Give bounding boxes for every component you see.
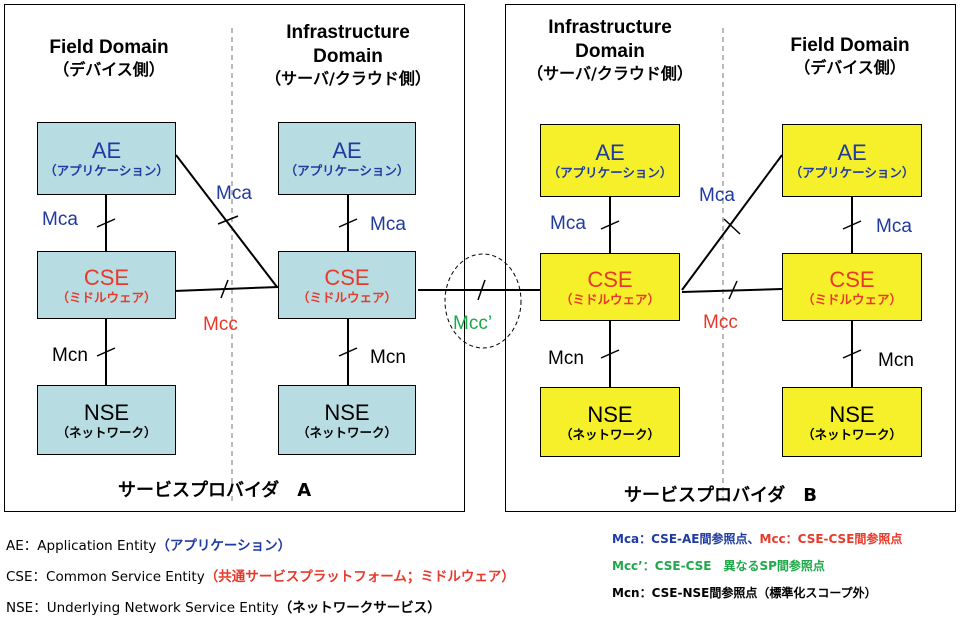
legend-mcn: Mcn：CSE-NSE間参照点（標準化スコープ外） <box>612 586 877 600</box>
b-field-domain-subtitle: （デバイス側） <box>794 57 906 77</box>
a-mcc-line <box>173 286 279 292</box>
b-field-domain-heading: Field Domain （デバイス側） <box>765 34 935 78</box>
a-field-ae-title: AE <box>91 138 122 164</box>
legend-cse-term: CSE：Common Service Entity <box>6 569 205 585</box>
a-infra-cse-sub: （ミドルウェア） <box>296 289 397 305</box>
a-infra-nse-sub: （ネットワーク） <box>296 424 397 440</box>
b-mcn-infra-label: Mcn <box>548 348 584 369</box>
b-infra-ae-box: AE （アプリケーション） <box>540 124 680 197</box>
mcc-prime-circle <box>444 253 522 349</box>
legend-mca: Mca：CSE-AE間参照点、 <box>612 532 760 546</box>
provider-b-name: サービスプロバイダ B <box>624 485 817 506</box>
a-infra-nse-title: NSE <box>324 399 370 425</box>
a-infra-ae-sub: （アプリケーション） <box>284 163 410 179</box>
legend-mca-mcc: Mca：CSE-AE間参照点、Mcc：CSE-CSE間参照点 <box>612 530 902 547</box>
b-field-cse-title: CSE <box>829 266 875 292</box>
a-field-nse-sub: （ネットワーク） <box>56 424 157 440</box>
a-field-domain-subtitle: （デバイス側） <box>53 59 165 79</box>
b-infra-nse-title: NSE <box>587 401 633 427</box>
a-mcn-infra-label: Mcn <box>370 347 406 368</box>
b-field-nse-title: NSE <box>829 401 875 427</box>
b-infra-nse-box: NSE （ネットワーク） <box>540 387 680 457</box>
a-mca-field-label: Mca <box>42 209 78 230</box>
legend-nse-term: NSE：Underlying Network Service Entity <box>6 600 279 616</box>
b-field-ae-title: AE <box>837 140 867 166</box>
legend-cse: CSE：Common Service Entity（共通サービスプラットフォーム… <box>6 565 515 585</box>
b-field-domain-title: Field Domain <box>790 35 910 56</box>
b-mcc-label: Mcc <box>703 312 738 333</box>
a-field-ae-box: AE （アプリケーション） <box>37 122 176 195</box>
b-mca-field-label: Mca <box>876 216 912 237</box>
b-infra-domain-title2: Domain <box>575 40 645 62</box>
a-infra-domain-subtitle: （サーバ/クラウド側） <box>265 68 431 88</box>
a-field-nse-title: NSE <box>83 399 130 425</box>
a-field-domain-heading: Field Domain （デバイス側） <box>24 36 194 80</box>
b-field-nse-box: NSE （ネットワーク） <box>782 387 922 457</box>
mcc-prime-label: Mcc’ <box>453 313 493 334</box>
b-infra-nse-sub: （ネットワーク） <box>559 426 660 442</box>
legend-ae-desc: （アプリケーション） <box>156 538 292 554</box>
b-field-ae-box: AE （アプリケーション） <box>782 124 922 197</box>
a-field-ae-sub: （アプリケーション） <box>44 163 169 179</box>
b-infra-cse-box: CSE （ミドルウェア） <box>540 253 680 321</box>
b-infra-domain-heading: Infrastructure Domain （サーバ/クラウド側） <box>500 16 720 84</box>
legend-mcc-prime: Mcc’：CSE-CSE 異なるSP間参照点 <box>612 559 825 573</box>
a-field-cse-title: CSE <box>83 264 130 290</box>
a-infra-domain-title1: Infrastructure <box>286 22 410 43</box>
a-mca-infra-label: Mca <box>370 214 406 235</box>
a-field-cse-box: CSE （ミドルウェア） <box>37 251 176 319</box>
b-field-nse-sub: （ネットワーク） <box>801 426 902 442</box>
provider-a-name: サービスプロバイダ A <box>118 480 312 501</box>
a-field-domain-title: Field Domain <box>49 37 169 58</box>
legend-ae: AE：Application Entity（アプリケーション） <box>6 534 291 554</box>
b-infra-domain-subtitle: （サーバ/クラウド側） <box>527 63 693 83</box>
legend-nse: NSE：Underlying Network Service Entity（ネッ… <box>6 596 441 616</box>
a-mca-diagonal-label: Mca <box>216 183 252 204</box>
b-mca-diagonal <box>681 154 783 291</box>
b-infra-cse-sub: （ミドルウェア） <box>559 291 660 307</box>
b-infra-ae-title: AE <box>595 140 625 166</box>
a-mcn-field-label: Mcn <box>52 345 88 366</box>
b-infra-domain-title1: Infrastructure <box>548 17 672 38</box>
legend-nse-desc: （ネットワークサービス） <box>278 600 441 616</box>
b-mca-infra-label: Mca <box>550 213 586 234</box>
a-infra-ae-box: AE （アプリケーション） <box>278 122 416 195</box>
b-mca-diagonal-label: Mca <box>699 185 735 206</box>
a-infra-domain-heading: Infrastructure Domain （サーバ/クラウド側） <box>232 21 464 89</box>
b-field-ae-sub: （アプリケーション） <box>789 165 915 181</box>
legend-cse-desc: （共通サービスプラットフォーム；ミドルウェア） <box>204 569 515 585</box>
b-infra-cse-title: CSE <box>587 266 633 292</box>
legend-mcc: Mcc：CSE-CSE間参照点 <box>759 532 903 546</box>
a-field-cse-sub: （ミドルウェア） <box>56 289 157 305</box>
a-field-nse-box: NSE （ネットワーク） <box>37 385 176 455</box>
a-infra-ae-title: AE <box>332 138 362 164</box>
a-infra-cse-box: CSE （ミドルウェア） <box>278 251 416 319</box>
legend-ae-term: AE：Application Entity <box>6 538 157 554</box>
b-field-cse-sub: （ミドルウェア） <box>801 291 902 307</box>
a-infra-nse-box: NSE （ネットワーク） <box>278 385 416 455</box>
b-infra-ae-sub: （アプリケーション） <box>547 165 673 181</box>
a-mcc-label: Mcc <box>203 314 238 335</box>
a-infra-domain-title2: Domain <box>313 45 383 67</box>
a-infra-cse-title: CSE <box>324 264 370 290</box>
b-field-cse-box: CSE （ミドルウェア） <box>782 253 922 321</box>
b-mcn-field-label: Mcn <box>878 350 914 371</box>
